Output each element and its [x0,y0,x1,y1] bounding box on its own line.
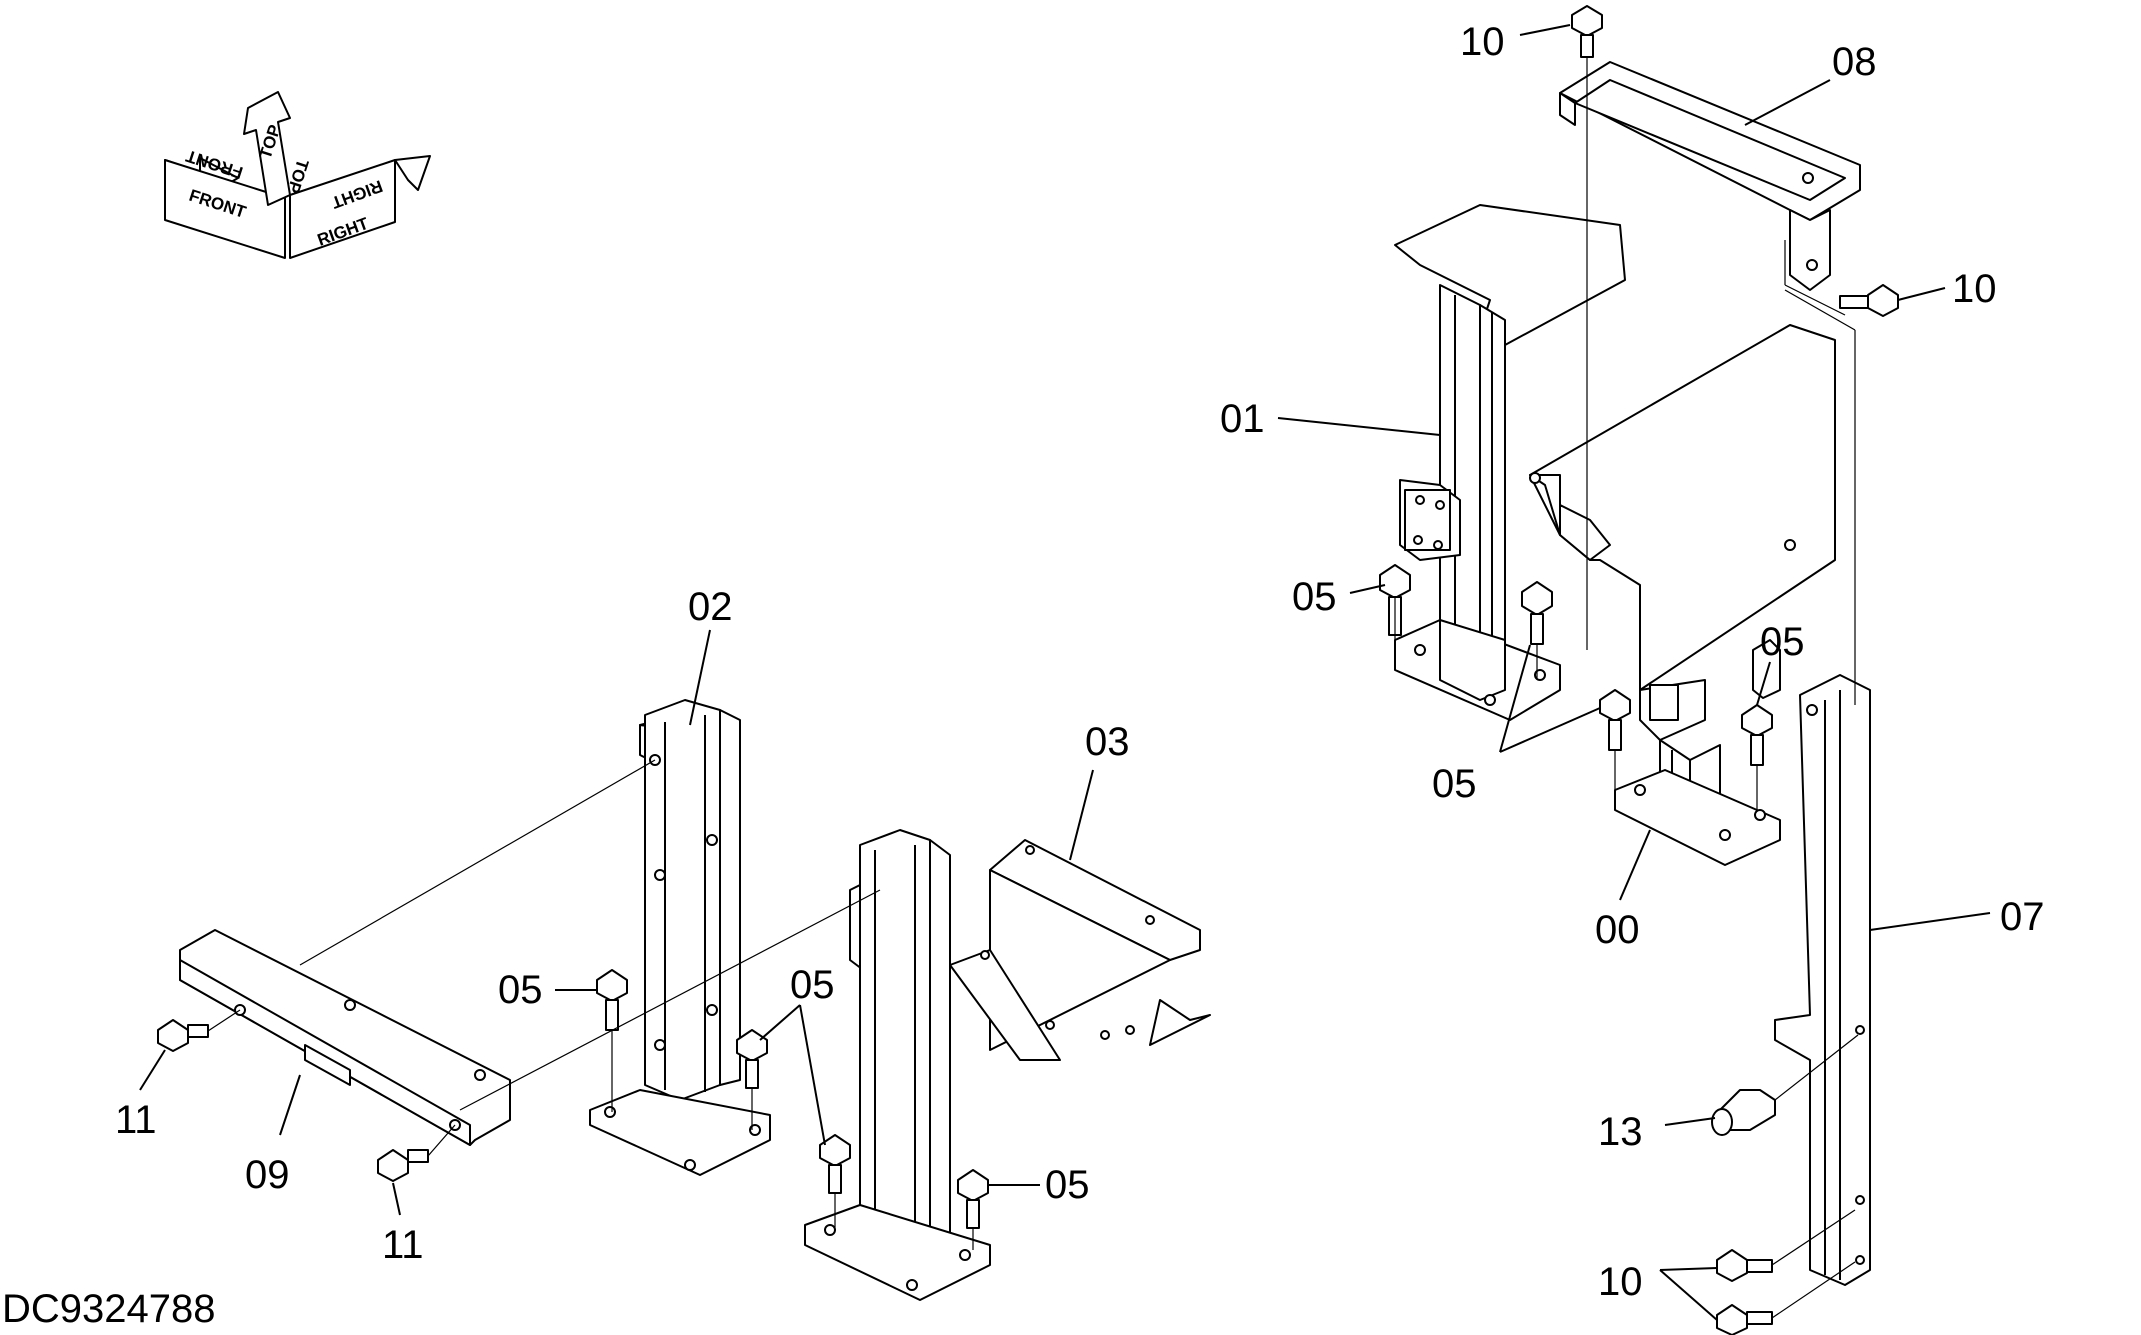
callout-05-left-b: 05 [790,963,835,1007]
callouts: 10 08 10 01 05 05 05 00 07 13 10 02 03 0… [115,20,2045,1304]
part-13-stopper [1711,1089,1776,1136]
callout-00: 00 [1595,908,1640,952]
callout-09: 09 [245,1153,290,1197]
bolt-05-left-d [957,1169,989,1229]
callout-10-right: 10 [1952,267,1997,311]
bolt-05-lower-a [1599,689,1631,751]
callout-08: 08 [1832,40,1877,84]
drawing-code: DC9324788 [2,1287,216,1331]
callout-05-upper-mid: 05 [1432,762,1477,806]
callout-01: 01 [1220,397,1265,441]
callout-03: 03 [1085,720,1130,764]
bolt-11-a [157,1019,209,1052]
part-03-column-bracket [804,829,1211,1301]
bolt-10-low-a [1716,1249,1773,1282]
callout-05-upper-left: 05 [1292,575,1337,619]
callout-11-bottom: 11 [382,1223,424,1267]
bolt-11-b [377,1149,429,1182]
callout-10-bottom: 10 [1598,1260,1643,1304]
callout-13: 13 [1598,1110,1643,1154]
assembly-lines [207,57,1859,1319]
callout-05-left-a: 05 [498,968,543,1012]
part-02-column [589,699,771,1176]
bolt-10-right [1839,284,1899,317]
callout-11-left: 11 [115,1098,157,1142]
bolt-05-left-c [819,1134,851,1194]
callout-10-top: 10 [1460,20,1505,64]
callout-07: 07 [2000,895,2045,939]
part-09-angle [179,929,511,1146]
callout-05-left-c: 05 [1045,1163,1090,1207]
bolt-10-low-b [1716,1304,1773,1335]
bolt-05-lower-b [1741,704,1773,766]
leader-lines [139,24,1991,1321]
part-01-column [1394,204,1626,721]
orientation-indicator: FRONT FRONT TOP TOP RIGHT RIGHT [164,91,431,259]
part-07-bracket [1774,674,1871,1286]
callout-05-upper-right: 05 [1760,620,1805,664]
part-08-bracket [1559,61,1861,291]
part-00-column [1529,324,1836,866]
bolt-05-left-a [596,969,628,1031]
bolt-10-top [1571,5,1603,58]
bolt-05-upper-mid [1521,581,1553,645]
callout-02: 02 [688,585,733,629]
